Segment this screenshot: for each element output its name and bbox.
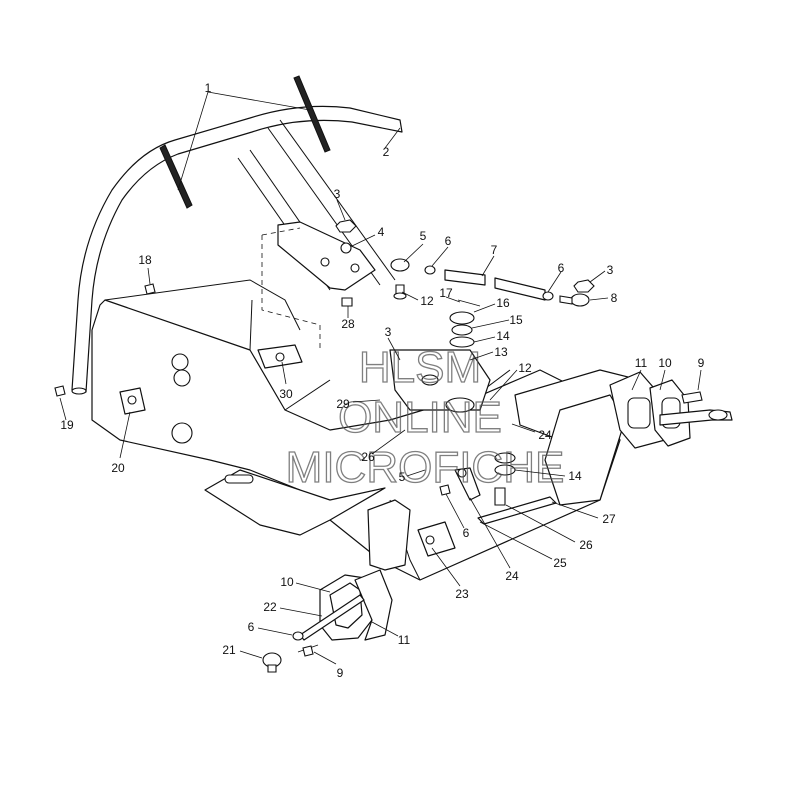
callout-8: 8 [611,291,618,305]
callout-6-bottom: 6 [248,620,255,634]
rod-end-right [542,291,590,307]
mount-20 [119,387,146,415]
callout-3-mid: 3 [385,325,392,339]
callout-11-lower: 11 [398,633,411,647]
grip-tape-right [293,75,331,153]
callout-2: 2 [383,145,390,159]
nut-3-right [573,279,595,293]
callout-16: 16 [496,296,510,310]
callout-23: 23 [455,587,469,601]
callout-12-mid: 12 [518,361,532,375]
bolt-19 [54,385,66,397]
watermark-line-2: ONLINE [338,393,502,442]
callout-13: 13 [494,345,508,359]
main-frame [91,279,621,581]
washer-4 [340,242,352,254]
callout-3: 3 [334,187,341,201]
callout-21: 21 [222,643,236,657]
washer-6d [292,631,304,641]
callout-5: 5 [420,229,427,243]
nut-6c [439,484,451,496]
callout-17: 17 [439,286,453,300]
callout-22: 22 [263,600,277,614]
callout-12: 12 [420,294,434,308]
callout-14-lower: 14 [568,469,582,483]
steering-bracket [277,221,376,291]
spring-26 [494,487,506,506]
tie-rod [444,269,546,301]
bracket-23 [417,521,456,557]
callout-27: 27 [602,512,616,526]
callout-24: 24 [538,428,552,442]
bolt-12-left [393,284,407,300]
watermark-line-1: HLSM [359,343,481,392]
hidden-outline [261,227,321,350]
pivot-plate-11 [354,499,411,641]
linkage-24 [454,467,481,501]
pivot-arm-13 [389,349,491,413]
callout-19: 19 [60,418,74,432]
callout-30: 30 [279,387,293,401]
clip-28 [341,297,353,307]
callout-11: 11 [635,356,648,370]
callout-9-lower: 9 [337,666,344,680]
callout-14: 14 [496,329,510,343]
callout-6-lower: 6 [463,526,470,540]
callout-26-lower: 26 [579,538,593,552]
callout-29: 29 [336,397,350,411]
callout-10-lower: 10 [280,575,294,589]
callout-10: 10 [658,356,672,370]
callout-25: 25 [553,556,567,570]
callout-6: 6 [445,234,452,248]
watermark-line-3: MICROFICHE [286,443,565,492]
right-bracket [514,369,733,506]
rod-end-21 [262,652,282,673]
bolt-9b [297,644,319,657]
pin-17 [457,299,481,307]
callout-1: 1 [205,81,212,95]
callout-3-right: 3 [607,263,614,277]
callout-4: 4 [378,225,385,239]
handlebar-assembly [71,105,403,395]
spacer-14b [494,452,516,476]
callout-20: 20 [111,461,125,475]
callout-5-lower: 5 [399,470,406,484]
rod-end-left [390,258,436,275]
bracket-30 [257,344,303,369]
spring-16 [449,311,475,325]
callout-24-lower: 24 [505,569,519,583]
callout-18: 18 [138,253,152,267]
callout-9: 9 [698,356,705,370]
callout-15: 15 [509,313,523,327]
nut-3-top [335,219,357,233]
callouts: 1 2 3 4 5 6 7 6 3 8 18 12 17 16 15 28 14 [59,81,705,680]
callout-26: 26 [361,450,375,464]
callout-7: 7 [491,243,498,257]
callout-28: 28 [341,317,355,331]
bolt-18 [144,283,156,295]
bushing-15 [451,324,473,336]
grip-tape-left [159,144,193,209]
callout-6-right: 6 [558,261,565,275]
